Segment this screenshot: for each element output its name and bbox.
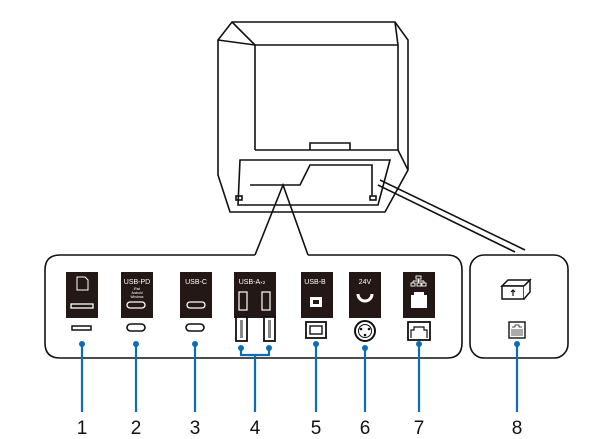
port-number-8: 8 xyxy=(512,418,523,439)
svg-text:Android: Android xyxy=(132,291,143,295)
callout-outline xyxy=(254,182,309,256)
port-number-2: 2 xyxy=(131,418,142,439)
printer-body xyxy=(217,21,409,213)
port-number-3: 3 xyxy=(190,418,201,439)
port-1-sd-card xyxy=(66,272,98,331)
svg-text:USB-C: USB-C xyxy=(185,279,207,286)
port-number-5: 5 xyxy=(311,418,322,439)
port-3-usb-c: USB-C xyxy=(180,272,212,332)
svg-text:USB-PD: USB-PD xyxy=(124,279,150,286)
port-number-6: 6 xyxy=(360,418,371,439)
svg-text:USB-A×2: USB-A×2 xyxy=(239,279,266,286)
svg-text:Windows: Windows xyxy=(131,295,144,299)
rear-panel-box xyxy=(44,254,463,359)
port-number-4: 4 xyxy=(250,418,261,439)
leader-lines xyxy=(79,341,520,412)
port-7-ethernet xyxy=(403,272,435,341)
svg-text:iPad: iPad xyxy=(134,287,141,291)
drawer-port-box xyxy=(469,254,569,359)
port-8-cash-drawer xyxy=(500,278,532,339)
port-6-power-24v: 24V xyxy=(349,272,381,342)
svg-text:USB-B: USB-B xyxy=(304,279,326,286)
callout-line-8 xyxy=(377,179,526,253)
port-number-1: 1 xyxy=(77,418,88,439)
port-number-7: 7 xyxy=(414,418,425,439)
network-icon xyxy=(410,275,427,287)
port-2-usb-pd: USB-PD iPad Android Windows xyxy=(121,272,153,332)
port-4-usb-a: USB-A×2 xyxy=(234,272,276,342)
svg-text:24V: 24V xyxy=(359,279,372,286)
port-5-usb-b: USB-B xyxy=(301,272,333,339)
